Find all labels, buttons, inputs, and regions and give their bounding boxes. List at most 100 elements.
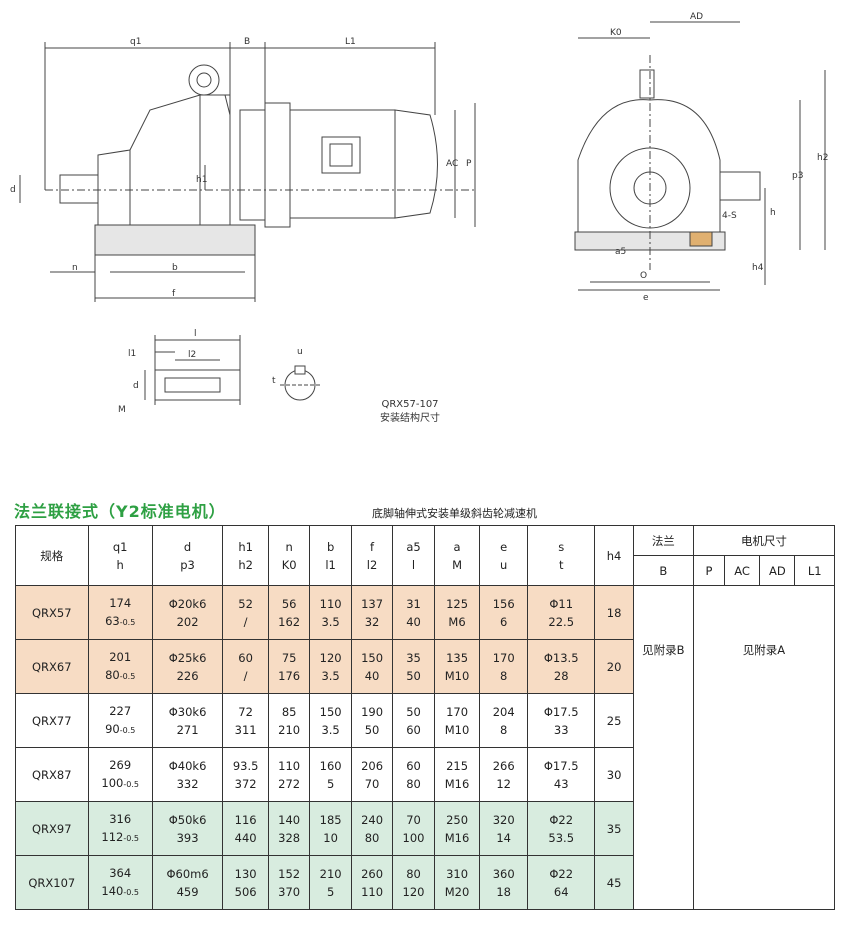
side-view-reducer [45,64,475,256]
caption-model: QRX57-107 [381,399,439,410]
label-q1: q1 [130,37,141,47]
model-cell: QRX77 [15,693,89,748]
label-n: n [72,263,78,273]
header-motor: 电机尺寸 [692,525,836,556]
table-title: 底脚轴伸式安装单级斜齿轮减速机 [372,507,537,520]
header-motor-ac: AC [723,555,761,586]
label-h2: h2 [817,153,828,163]
header-motor-p: P [692,555,725,586]
h4-cell: 45 [594,855,634,910]
h4-cell: 30 [594,747,634,802]
label-L1: L1 [345,37,356,47]
model-cell: QRX97 [15,801,89,856]
header-motor-l1: L1 [794,555,835,586]
label-b: b [172,263,178,273]
label-l1: l1 [128,349,136,359]
model-cell: QRX87 [15,747,89,802]
label-shaft-d: d [133,381,139,391]
header-spec: 规格 [15,525,89,586]
label-u: u [297,347,303,357]
drawing-caption: QRX57-107 安装结构尺寸 [360,398,460,426]
caption-desc: 安装结构尺寸 [380,413,440,424]
label-p3: p3 [792,171,803,181]
label-t: t [272,376,276,386]
label-l: l [194,329,197,339]
header-flange: 法兰 [632,525,694,556]
model-cell: QRX107 [15,855,89,910]
label-O: O [640,271,647,281]
section-title: 法兰联接式（Y2标准电机） [14,502,226,521]
label-h4: h4 [752,263,764,273]
label-l2: l2 [188,350,196,360]
h4-cell: 35 [594,801,634,856]
value-cell: 52/ [222,585,269,640]
shaft-detail [144,335,320,405]
label-B: B [244,37,250,47]
label-K0: K0 [610,28,622,38]
model-cell: QRX57 [15,585,89,640]
front-view-reducer [574,55,761,270]
label-f: f [172,289,176,299]
label-h: h [770,208,776,218]
label-e: e [643,293,649,303]
appendix-b-cell: 见附录B [632,585,694,910]
h4-cell: 20 [594,639,634,694]
label-AD: AD [690,12,703,22]
h4-cell: 18 [594,585,634,640]
h4-cell: 25 [594,693,634,748]
